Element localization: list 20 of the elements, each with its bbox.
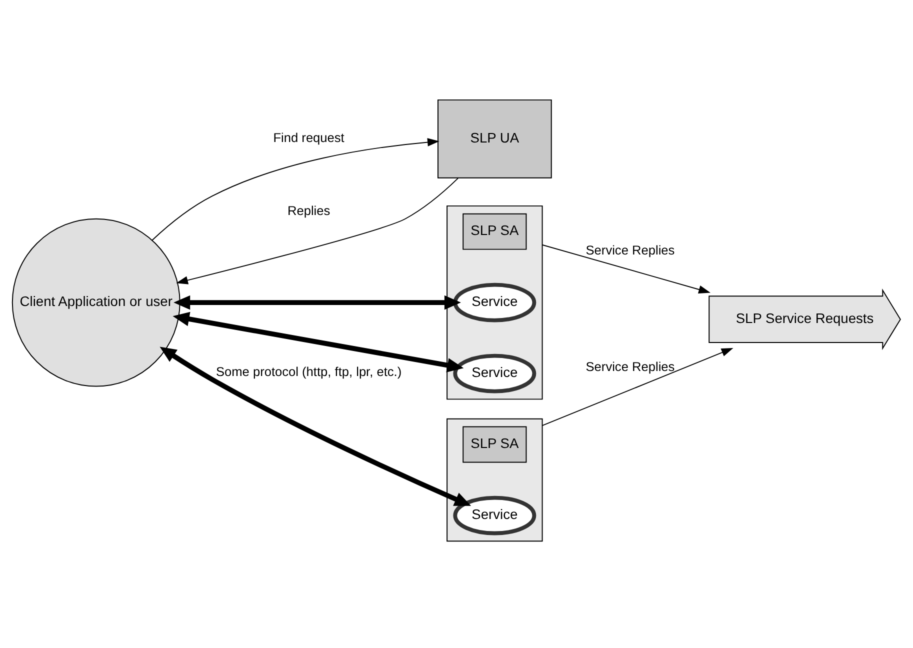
edge-label: Find request xyxy=(273,130,344,145)
arrow xyxy=(542,347,734,426)
arrow xyxy=(542,244,710,293)
arrow xyxy=(172,311,464,372)
arrow xyxy=(152,138,440,240)
node-box: SLP SA xyxy=(462,212,527,250)
arrow xyxy=(174,294,461,310)
cluster xyxy=(446,418,543,542)
node-ellipse: Service xyxy=(453,282,536,322)
arrow xyxy=(176,177,459,284)
node-box: SLP UA xyxy=(437,98,552,178)
node-ellipse: Service xyxy=(453,495,536,535)
edge-label: Service Replies xyxy=(586,242,675,258)
arrow xyxy=(160,346,472,506)
edge-label: Service Replies xyxy=(586,358,675,374)
edge-label: Replies xyxy=(287,202,330,218)
node-circle: Client Application or user xyxy=(12,218,180,386)
edge-label: Some protocol (http, ftp, lpr, etc.) xyxy=(216,363,402,378)
node-ellipse: Service xyxy=(453,353,536,393)
node-box: SLP SA xyxy=(462,426,527,462)
